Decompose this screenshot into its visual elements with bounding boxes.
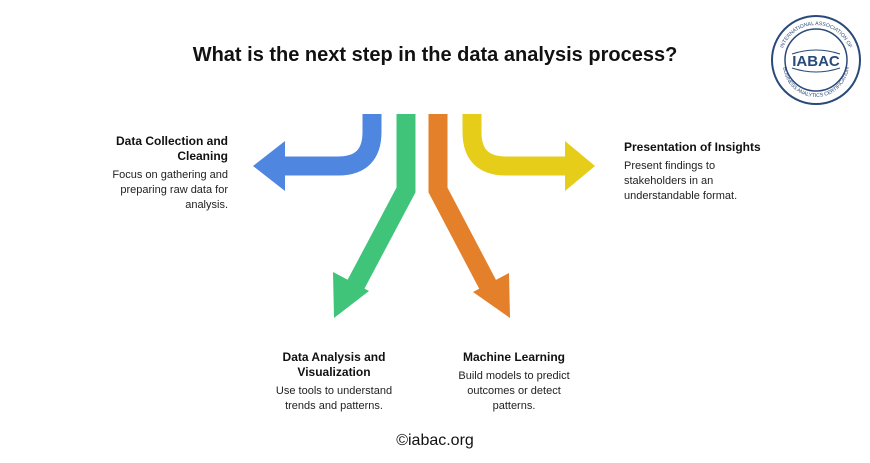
step-description: Focus on gathering and preparing raw dat…	[112, 169, 228, 211]
iabac-logo: INTERNATIONAL ASSOCIATION OF BUSINESS AN…	[771, 15, 861, 105]
arrow-machine-learning	[428, 114, 510, 318]
step-label: Presentation of Insights	[624, 140, 761, 154]
step-presentation: Presentation of Insights Present finding…	[624, 140, 774, 204]
arrow-presentation	[462, 114, 595, 191]
arrow-data-analysis	[333, 114, 416, 318]
step-machine-learning: Machine Learning Build models to predict…	[446, 350, 582, 414]
step-label: Data Analysis and Visualization	[282, 350, 386, 379]
footer-text: iabac.org	[407, 432, 474, 449]
copyright-icon: ©	[396, 432, 408, 449]
step-description: Use tools to understand trends and patte…	[275, 385, 393, 412]
step-data-analysis: Data Analysis and Visualization Use tool…	[268, 350, 400, 414]
logo-abbr: IABAC	[792, 53, 840, 70]
step-data-collection: Data Collection and Cleaning Focus on ga…	[96, 134, 228, 213]
step-label: Data Collection and Cleaning	[115, 134, 228, 163]
footer-link[interactable]: ©iabac.org	[0, 432, 870, 450]
page-title: What is the next step in the data analys…	[192, 44, 678, 66]
step-label: Machine Learning	[462, 350, 566, 364]
step-description: Build models to predict outcomes or dete…	[458, 370, 570, 412]
arrow-data-collection	[253, 114, 382, 191]
step-description: Present findings to stakeholders in an u…	[624, 160, 738, 202]
